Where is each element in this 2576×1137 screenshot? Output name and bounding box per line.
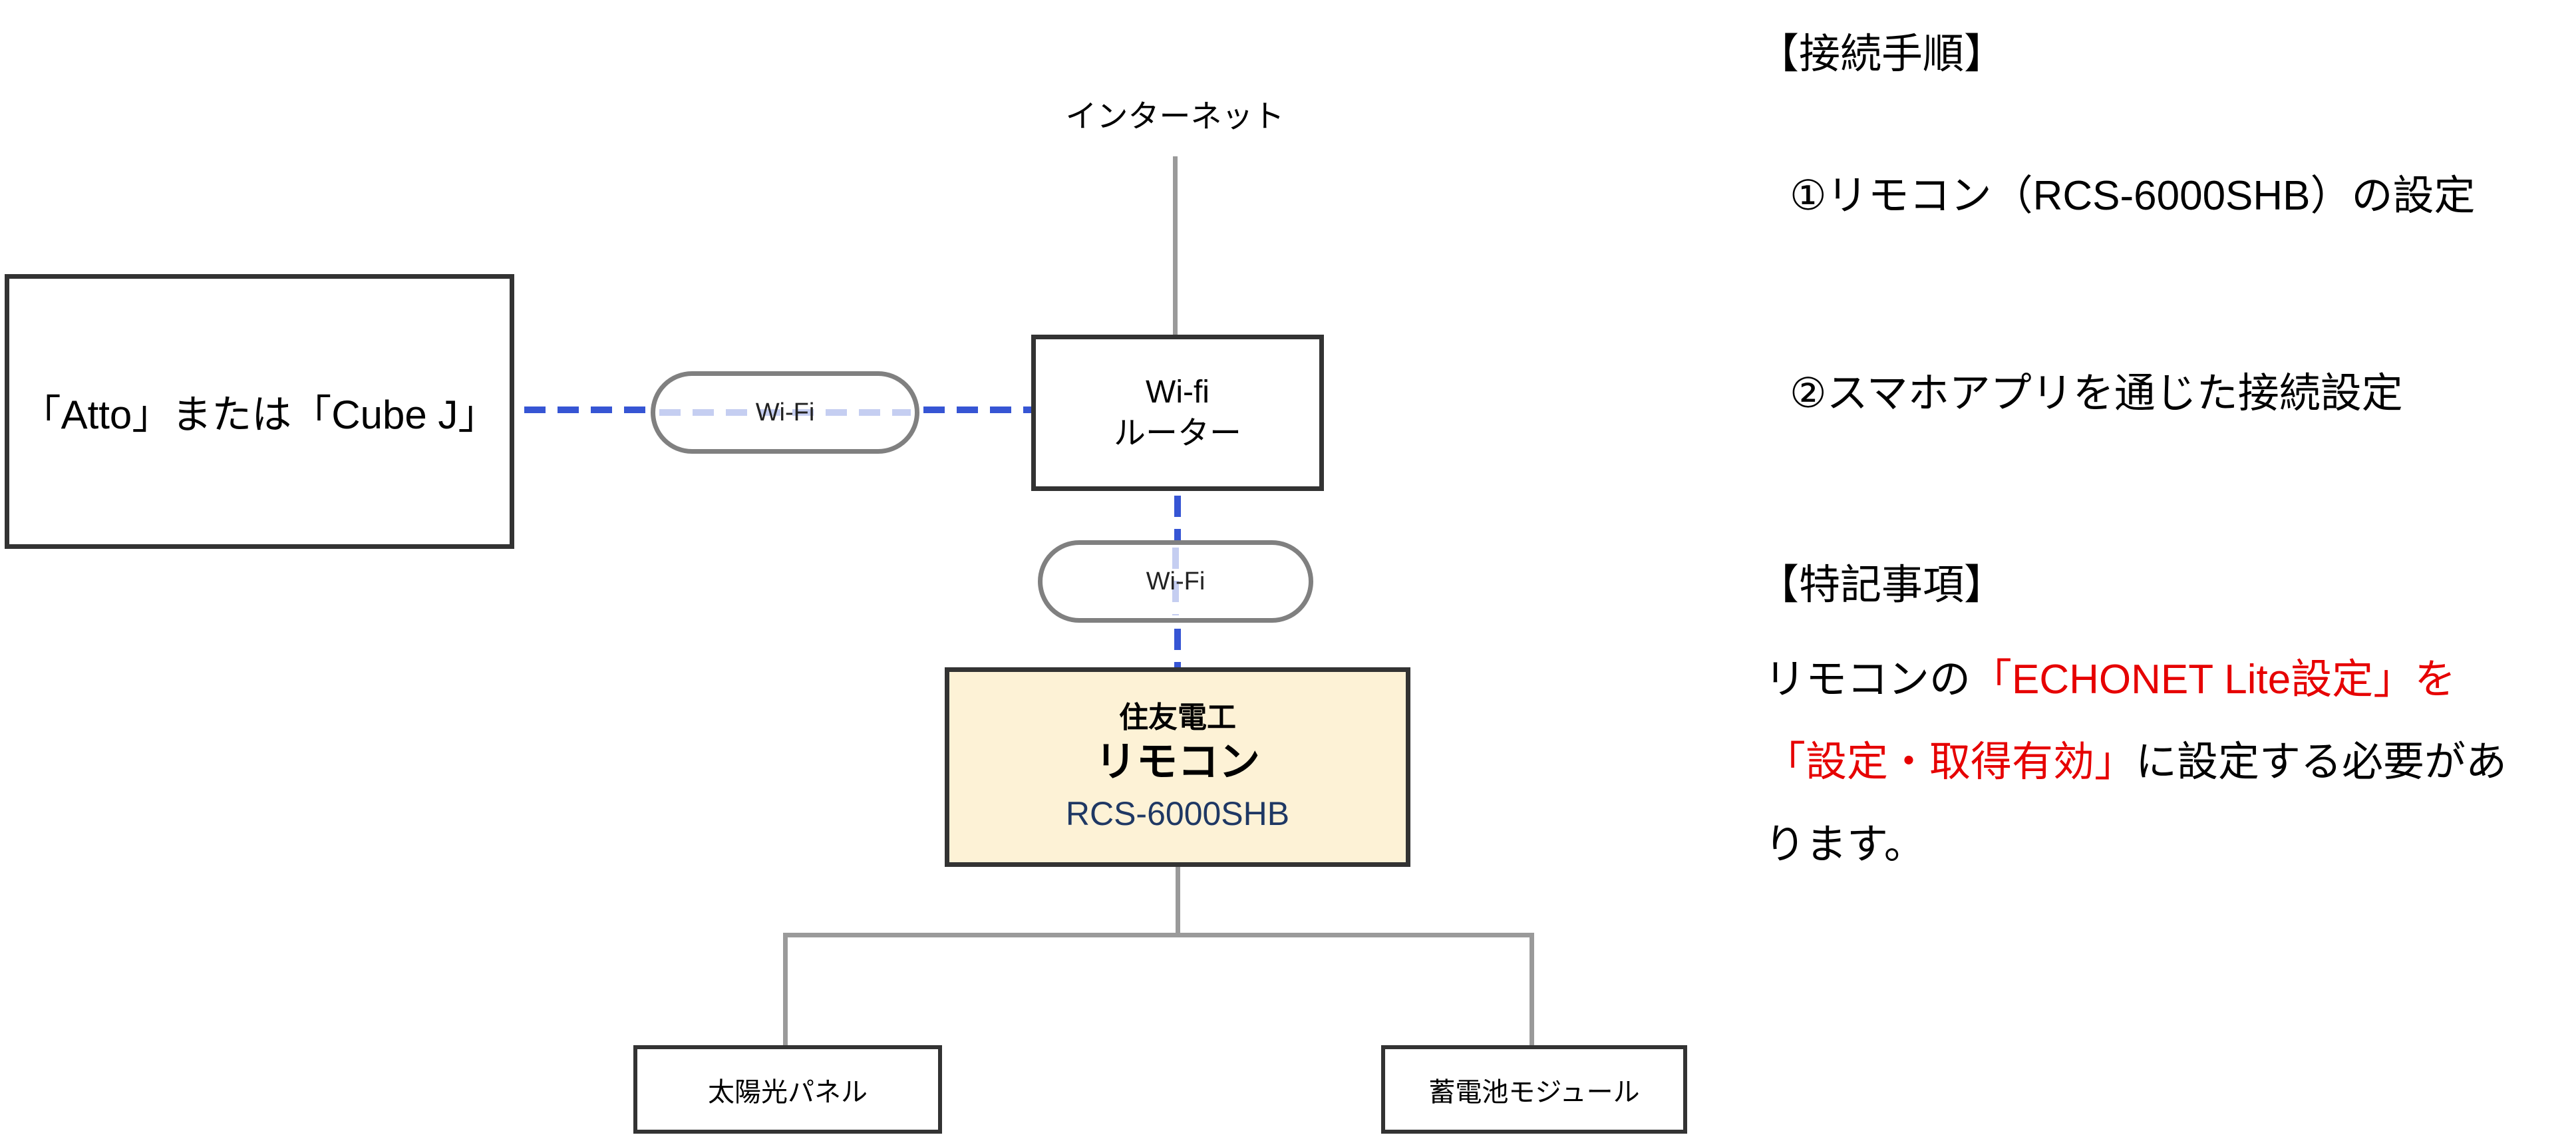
- wifi-pill-left: Wi-Fi: [651, 371, 919, 454]
- wifi-pill-mid-dash: [1172, 548, 1179, 615]
- special-note-red-highlight: 「ECHONET Lite設定」を「設定・取得有効」: [1764, 657, 2456, 785]
- remote-name-label: リモコン: [1094, 739, 1260, 785]
- remote-controller-box: 住友電工 リモコン RCS-6000SHB: [945, 667, 1410, 867]
- wifi-pill-mid: Wi-Fi: [1038, 540, 1313, 623]
- router-box: Wi-fi ルーター: [1031, 335, 1324, 491]
- special-notes-heading: 【特記事項】: [1758, 562, 2006, 608]
- wifi-pill-mid-label: Wi-Fi: [1146, 567, 1206, 595]
- procedure-heading: 【接続手順】: [1758, 31, 2006, 77]
- app-box-label: 「Atto」または「Cube J」: [21, 393, 498, 437]
- connector-tree-to-battery: [1530, 933, 1534, 1047]
- remote-maker-label: 住友電工: [1119, 701, 1236, 734]
- connector-internet-to-router: [1173, 156, 1178, 337]
- connector-tree-to-solar: [783, 933, 788, 1047]
- router-box-label-line1: Wi-fi: [1146, 374, 1209, 410]
- app-box: 「Atto」または「Cube J」: [5, 274, 514, 549]
- wifi-pill-left-label: Wi-Fi: [755, 398, 815, 426]
- connector-tree-horizontal: [785, 933, 1534, 937]
- solar-panel-label: 太陽光パネル: [708, 1077, 868, 1107]
- solar-panel-box: 太陽光パネル: [633, 1045, 942, 1134]
- special-note-part3: に設定する必要があります。: [1764, 739, 2507, 868]
- battery-module-label: 蓄電池モジュール: [1428, 1077, 1640, 1107]
- connector-remote-to-tree: [1176, 867, 1180, 937]
- procedure-step-1: ①リモコン（RCS-6000SHB）の設定: [1790, 173, 2476, 219]
- remote-model-label: RCS-6000SHB: [1065, 795, 1290, 832]
- internet-label: インターネット: [1065, 98, 1285, 134]
- procedure-step-2: ②スマホアプリを通じた接続設定: [1790, 371, 2403, 416]
- special-note-paragraph: リモコンの「ECHONET Lite設定」を「設定・取得有効」に設定する必要があ…: [1764, 639, 2536, 886]
- special-note-part1: リモコンの: [1764, 657, 1971, 703]
- router-box-label-line2: ルーター: [1113, 415, 1241, 451]
- wifi-pill-left-dash: [659, 409, 911, 416]
- battery-module-box: 蓄電池モジュール: [1381, 1045, 1687, 1134]
